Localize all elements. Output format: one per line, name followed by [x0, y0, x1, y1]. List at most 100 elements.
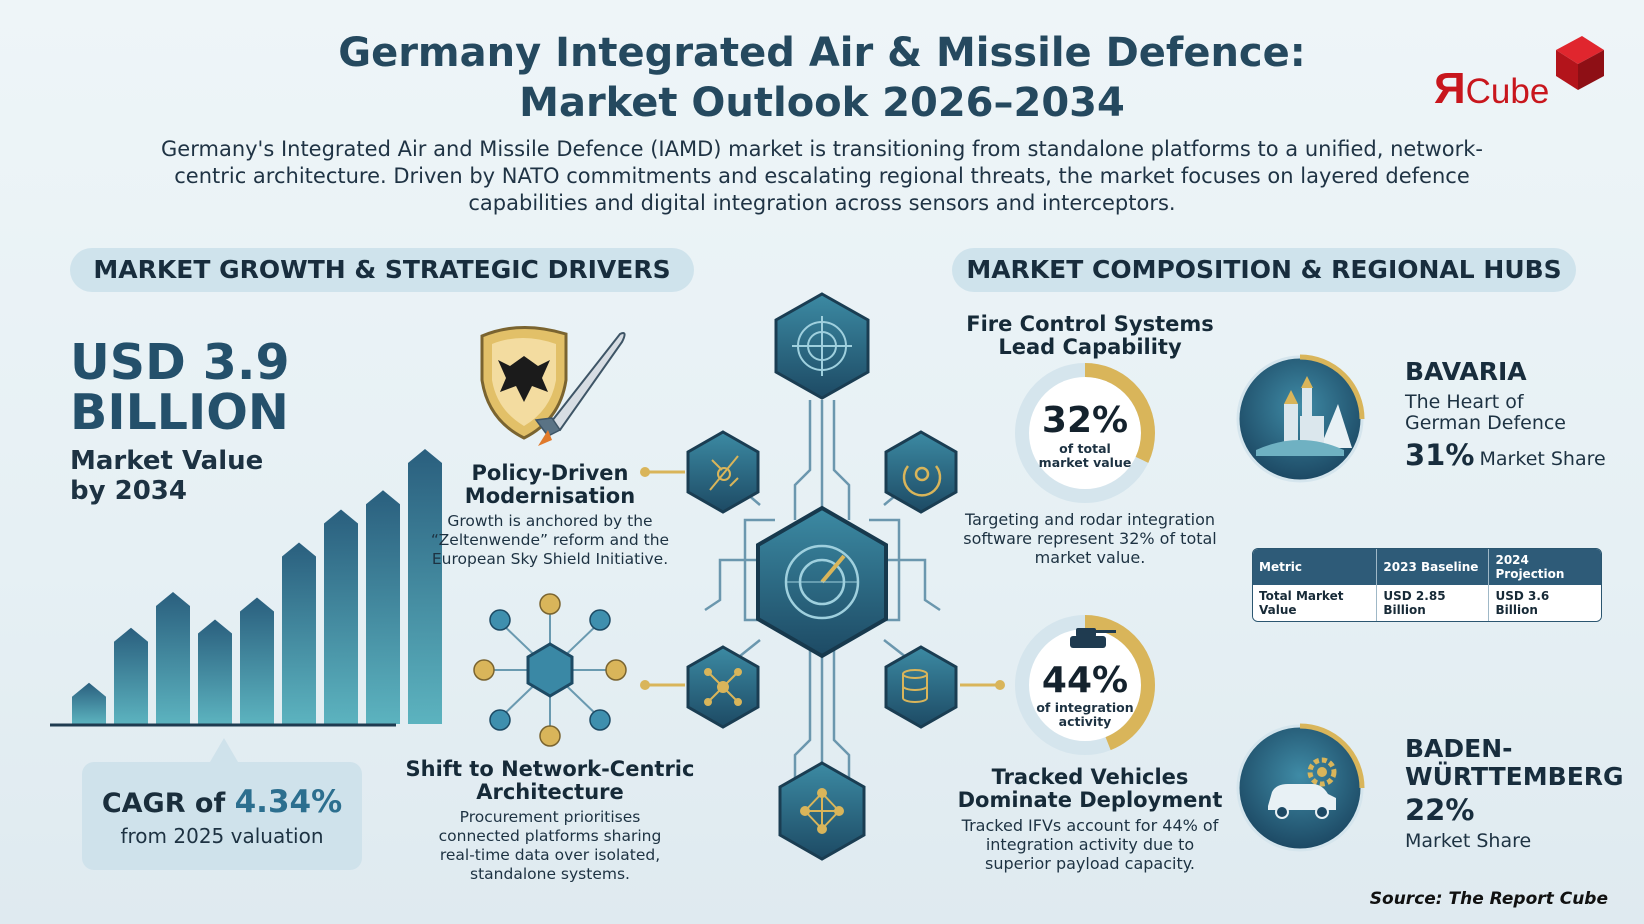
growth-bar: [366, 490, 400, 724]
title-line-2: Market Outlook 2026–2034: [519, 80, 1125, 126]
table-header-cell: 2023 Baseline: [1376, 549, 1489, 585]
name-line: WÜRTTEMBERG: [1405, 762, 1624, 791]
network-hub-icon: [704, 668, 742, 706]
car-gear-icon: [1268, 757, 1337, 819]
metric-table: Metric 2023 Baseline 2024 Projection Tot…: [1252, 548, 1602, 622]
bavaria-badge: [1236, 354, 1365, 483]
segment-title-line: Lead Capability: [998, 335, 1182, 359]
caption-line: of total: [1059, 441, 1111, 456]
hex-bottom: [778, 761, 866, 861]
segment-title-line: Tracked Vehicles: [991, 765, 1189, 789]
driver-title-line: Policy-Driven: [471, 461, 629, 485]
target-icon: [792, 316, 852, 376]
growth-bar: [240, 597, 274, 724]
source-credit: Source: The Report Cube: [1369, 889, 1608, 909]
table-header-cell: 2024 Projection: [1488, 549, 1601, 585]
driver-title-line: Architecture: [476, 780, 624, 804]
driver-policy-title: Policy-Driven Modernisation: [420, 462, 680, 508]
growth-bar: [324, 509, 358, 724]
connector-dots: [640, 467, 1005, 690]
cagr-prefix: CAGR of: [101, 788, 226, 819]
caption-line: activity: [1058, 714, 1112, 729]
network-nodes-icon: [473, 593, 627, 747]
cagr-subtitle: from 2025 valuation: [120, 824, 324, 848]
region-bw-share-label: Market Share: [1405, 830, 1532, 852]
caption-line: of integration: [1036, 700, 1134, 715]
cagr-headline: CAGR of 4.34%: [82, 784, 362, 820]
segment-fire-control-percent: 32%: [1041, 400, 1129, 441]
hex-center-radar: [756, 505, 888, 659]
market-value-label: Market Value by 2034: [70, 446, 330, 506]
label-line-1: Market Value: [70, 446, 264, 476]
segment-title-line: Fire Control Systems: [966, 312, 1214, 336]
segment-tracked-text: Tracked IFVs account for 44% of integrat…: [961, 816, 1219, 873]
logo-mark: Я: [1434, 64, 1466, 113]
table-row: Total Market Value USD 2.85 Billion USD …: [1253, 585, 1601, 621]
radar-dish-icon: [902, 465, 942, 497]
segment-tracked-title: Tracked Vehicles Dominate Deployment: [955, 766, 1225, 812]
segment-fire-control-text: Targeting and rodar integration software…: [963, 510, 1217, 567]
title-line-1: Germany Integrated Air & Missile Defence…: [338, 30, 1306, 76]
segment-title-line: Dominate Deployment: [957, 788, 1223, 812]
cagr-pointer: [210, 738, 238, 762]
desc-line: The Heart of: [1405, 391, 1524, 413]
market-value-amount: USD 3.9 BILLION: [70, 338, 290, 438]
growth-bar: [282, 542, 316, 724]
table-cell: USD 3.6 Billion: [1488, 585, 1601, 621]
interceptor-icon: [709, 455, 739, 491]
database-icon: [902, 669, 928, 703]
caption-line: market value: [1038, 455, 1132, 470]
page-title: Germany Integrated Air & Missile Defence…: [220, 28, 1424, 128]
driver-network-title: Shift to Network-Centric Architecture: [405, 758, 695, 804]
hex-left-upper: [686, 430, 760, 514]
name-line: BADEN-: [1405, 734, 1513, 763]
circuit-lines: [704, 400, 941, 780]
label-line-2: by 2034: [70, 476, 187, 506]
shield-eagle-missile-icon: [480, 326, 626, 446]
segment-fire-control-title: Fire Control Systems Lead Capability: [955, 313, 1225, 359]
region-bw-name: BADEN- WÜRTTEMBERG: [1405, 735, 1635, 791]
driver-network-text: Procurement prioritises connected platfo…: [438, 808, 662, 883]
segment-tracked-caption: of integration activity: [1015, 701, 1155, 729]
segment-fire-control-caption: of total market value: [1015, 442, 1155, 470]
driver-policy-text: Growth is anchored by the “Zeltenwende” …: [430, 512, 670, 568]
logo-cube-icon: [1556, 36, 1604, 90]
growth-bar: [156, 592, 190, 724]
hex-top-target: [774, 292, 870, 400]
share-value: 31%: [1405, 438, 1475, 472]
growth-bar: [72, 682, 106, 724]
growth-bar: [198, 619, 232, 724]
share-label: Market Share: [1479, 448, 1606, 470]
missile-icon: [534, 332, 626, 446]
amount-line-1: USD 3.9: [70, 334, 290, 391]
tank-icon: [1070, 628, 1116, 648]
region-bavaria-name: BAVARIA: [1405, 357, 1527, 386]
cagr-callout: CAGR of 4.34% from 2025 valuation: [82, 762, 362, 870]
table-cell: Total Market Value: [1253, 585, 1377, 621]
baden-wurttemberg-badge: [1236, 723, 1365, 852]
desc-line: German Defence: [1405, 412, 1566, 434]
growth-bar: [114, 627, 148, 724]
molecule-network-icon: [800, 788, 844, 834]
table-header-row: Metric 2023 Baseline 2024 Projection: [1253, 549, 1601, 585]
hex-left-lower: [686, 645, 760, 729]
region-bw-share: 22%: [1405, 793, 1475, 827]
table-cell: USD 2.85 Billion: [1376, 585, 1489, 621]
hex-right-upper: [884, 430, 958, 514]
region-bavaria-desc: The Heart of German Defence: [1405, 392, 1625, 434]
driver-title-line: Shift to Network-Centric: [405, 757, 695, 781]
logo: ЯCube: [1434, 64, 1549, 114]
connector-lines: [645, 470, 1000, 687]
hex-right-lower: [884, 645, 958, 729]
intro-paragraph: Germany's Integrated Air and Missile Def…: [161, 137, 1483, 215]
castle-mountain-icon: [1256, 376, 1352, 456]
section-heading-composition: MARKET COMPOSITION & REGIONAL HUBS: [952, 248, 1576, 292]
cagr-value: 4.34%: [234, 784, 343, 820]
amount-line-2: BILLION: [70, 384, 289, 441]
table-header-cell: Metric: [1253, 549, 1377, 585]
radar-scope-icon: [784, 544, 860, 620]
driver-title-line: Modernisation: [464, 484, 636, 508]
logo-text: Cube: [1465, 72, 1550, 111]
region-bavaria-share: 31% Market Share: [1405, 438, 1606, 472]
segment-tracked-percent: 44%: [1041, 660, 1129, 701]
